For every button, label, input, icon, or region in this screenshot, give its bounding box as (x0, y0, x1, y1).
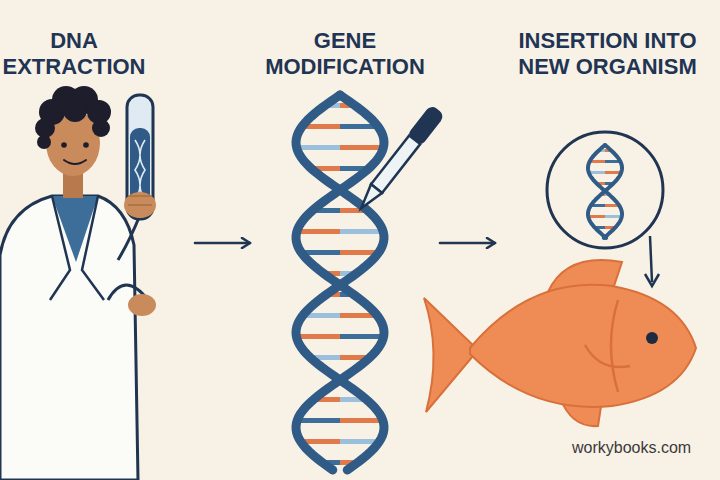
rung-half (297, 229, 340, 234)
helix-rung (301, 441, 380, 442)
rung-half (297, 418, 340, 423)
flow-arrow (440, 242, 495, 245)
hand (128, 294, 156, 316)
stage-heading: GENE MODIFICATION (250, 28, 440, 80)
rung-half (297, 145, 340, 150)
helix-rung (297, 420, 383, 421)
stage-panel: DNA EXTRACTION (0, 28, 195, 468)
helix-rung (588, 216, 622, 217)
helix-rung (310, 357, 370, 358)
scientist-illustration (0, 86, 156, 480)
helix-rung (589, 172, 621, 173)
helix-strand (296, 95, 384, 470)
dropper-tube (371, 135, 420, 192)
helix-strand (588, 145, 622, 238)
rung-half (340, 229, 383, 234)
rung-half (340, 418, 383, 423)
helix-strand (296, 95, 384, 470)
rung-half (340, 334, 384, 339)
fish-body (470, 285, 696, 407)
fish-fin (585, 345, 630, 367)
helix-rung (302, 126, 378, 127)
watermark: workybooks.com (572, 439, 691, 457)
eye (61, 142, 67, 148)
helix-rung (591, 205, 619, 206)
dna-helix (588, 145, 622, 238)
leader-arrow (650, 236, 652, 282)
eye (83, 142, 89, 148)
lapel (50, 196, 70, 300)
tube-dna (135, 140, 145, 200)
arm (118, 215, 140, 260)
stage-heading: DNA EXTRACTION (0, 28, 148, 80)
stage-heading: INSERTION INTO NEW ORGANISM (495, 28, 720, 80)
lapel (82, 196, 104, 300)
dropper-tip (356, 184, 382, 212)
rung-half (605, 215, 622, 218)
helix-rung (297, 147, 384, 148)
rung-half (588, 215, 605, 218)
finger (128, 196, 152, 205)
flow-arrow (195, 242, 250, 245)
fish-eye (646, 332, 658, 344)
hair (35, 86, 111, 149)
stage-panel: GENE MODIFICATION (250, 28, 440, 468)
helix-rung (296, 336, 383, 337)
smile (64, 160, 86, 164)
helix-rung (590, 161, 621, 162)
fish-gill (611, 300, 618, 392)
fish-illustration (424, 260, 696, 426)
helix-rung (303, 315, 377, 316)
lab-coat (0, 196, 138, 480)
helix-rung (311, 168, 368, 169)
dropper (354, 104, 445, 214)
helix-rung (314, 399, 367, 400)
stage-panel: INSERTION INTO NEW ORGANISM (495, 28, 720, 468)
hand (124, 192, 156, 218)
dna-helix (296, 95, 384, 470)
helix-rung (297, 231, 383, 232)
helix-strand (588, 145, 622, 238)
rung-half (340, 145, 383, 150)
rung-half (296, 334, 340, 339)
inset-circle (547, 132, 663, 248)
leader-arrowhead (645, 274, 659, 286)
helix-rung (301, 252, 378, 253)
